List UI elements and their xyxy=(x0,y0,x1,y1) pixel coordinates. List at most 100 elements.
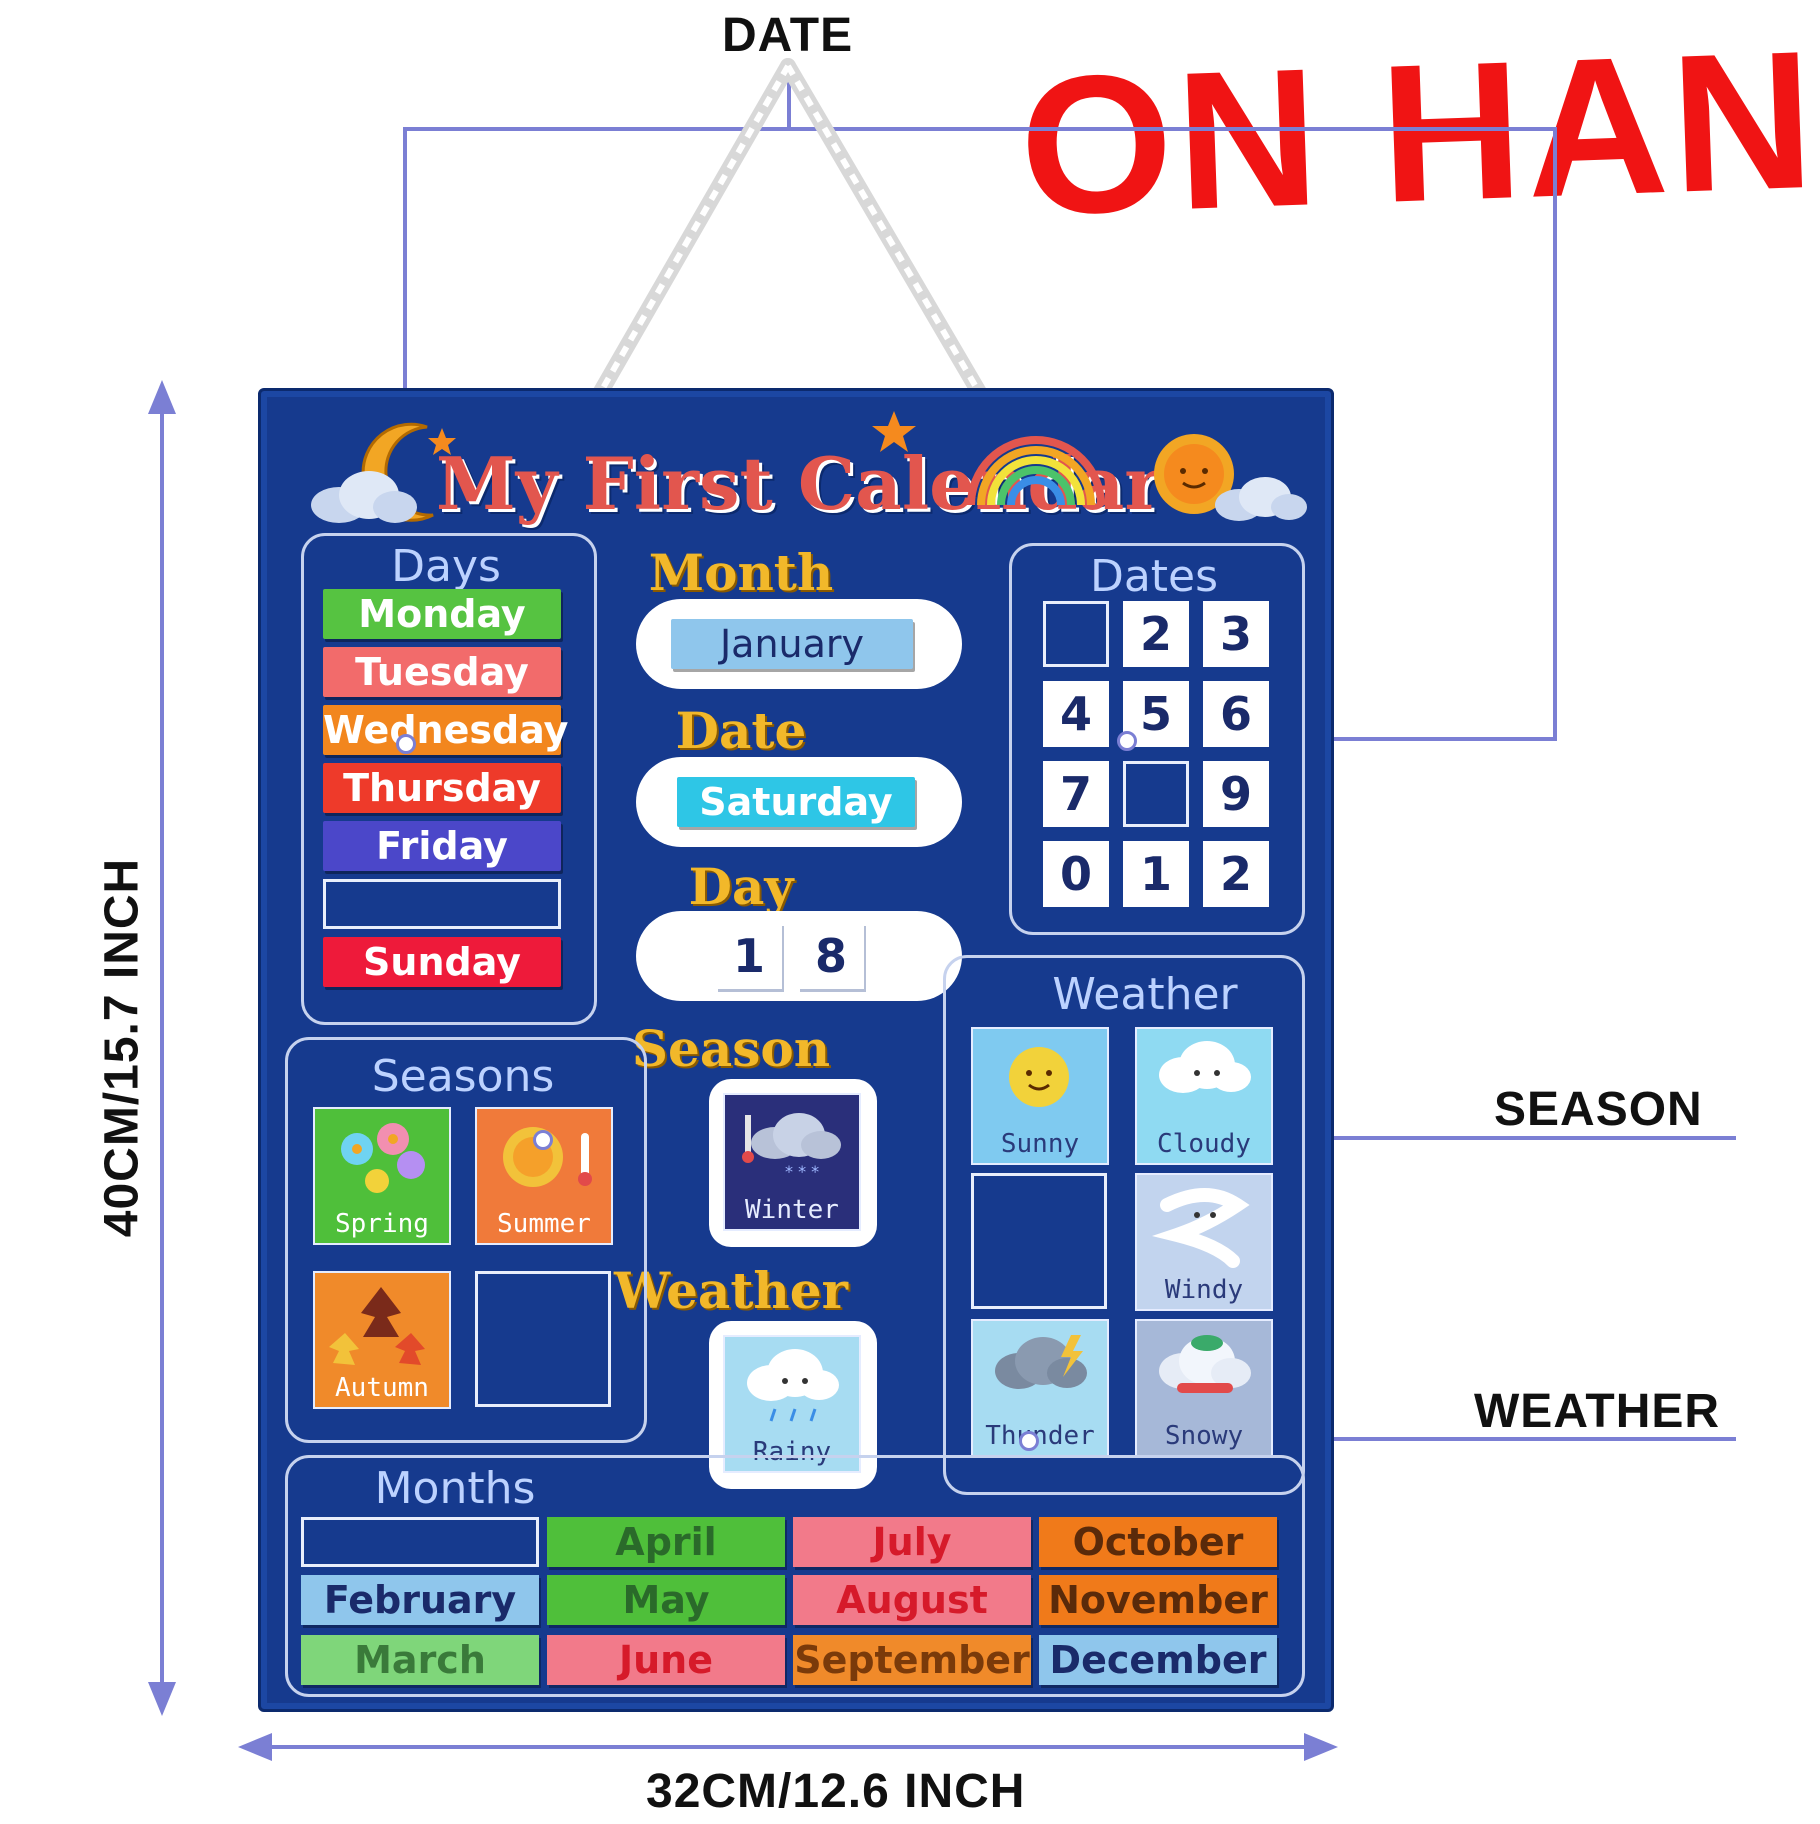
star-icon xyxy=(428,428,456,455)
weather-card-label: Cloudy xyxy=(1157,1129,1251,1159)
weather-card-cloudy[interactable]: Cloudy xyxy=(1135,1027,1273,1165)
svg-text:* * *: * * * xyxy=(785,1162,819,1181)
date-callout: DATE xyxy=(722,9,854,62)
dates-panel-title: Dates xyxy=(1089,551,1219,602)
days-panel-title: Days xyxy=(391,541,501,592)
date-callout-line xyxy=(1124,737,1557,741)
rain-cloud-icon xyxy=(747,1349,839,1422)
date-callout-line xyxy=(1553,127,1557,741)
thunder-icon xyxy=(995,1335,1087,1389)
current-month-card[interactable]: January xyxy=(671,619,913,669)
date-tile[interactable]: 1 xyxy=(1123,841,1189,907)
day-digit-tile[interactable]: 1 xyxy=(716,923,782,989)
day-strip-wednesday[interactable]: Wednesday xyxy=(323,705,568,755)
month-card-march[interactable]: March xyxy=(301,1635,539,1685)
sun-icon xyxy=(1154,434,1234,514)
weather-card-windy[interactable]: Windy xyxy=(1135,1173,1273,1311)
date-tile[interactable]: 3 xyxy=(1203,601,1269,667)
date-tile[interactable]: 2 xyxy=(1203,841,1269,907)
hanging-rope xyxy=(572,58,1008,436)
month-slot-empty[interactable] xyxy=(301,1517,539,1567)
month-card-december[interactable]: December xyxy=(1039,1635,1277,1685)
arrow-left-icon xyxy=(238,1733,272,1761)
cloud-right-icon xyxy=(1215,477,1307,521)
season-card-autumn[interactable]: Autumn xyxy=(313,1271,451,1409)
day-strip-tuesday[interactable]: Tuesday xyxy=(323,647,561,697)
weather-slot-empty[interactable] xyxy=(971,1173,1107,1309)
month-card-may[interactable]: May xyxy=(547,1575,785,1625)
month-card-october[interactable]: October xyxy=(1039,1517,1277,1567)
date-tile[interactable]: 9 xyxy=(1203,761,1269,827)
month-card-september[interactable]: September xyxy=(793,1635,1031,1685)
date-tile[interactable]: 4 xyxy=(1043,681,1109,747)
cloudy-icon xyxy=(1159,1041,1251,1093)
width-label: 32CM/12.6 INCH xyxy=(646,1765,1026,1818)
rainbow-icon xyxy=(967,436,1105,506)
arrow-up-icon xyxy=(148,380,176,414)
day-strip-sunday[interactable]: Sunday xyxy=(323,937,561,987)
windy-icon xyxy=(1151,1188,1250,1268)
arrow-down-icon xyxy=(148,1682,176,1716)
months-panel xyxy=(285,1455,1305,1697)
calendar-board: My First Calendar Days Monday Tuesday We… xyxy=(258,388,1334,1712)
season-callout-anchor xyxy=(533,1130,553,1150)
season-card-label: Spring xyxy=(335,1209,429,1239)
weather-card-sunny[interactable]: Sunny xyxy=(971,1027,1109,1165)
weather-panel-title: Weather xyxy=(1052,969,1238,1020)
day-strip-friday[interactable]: Friday xyxy=(323,821,561,871)
month-heading: Month xyxy=(648,543,834,602)
sunny-icon xyxy=(1009,1047,1069,1107)
width-dimension-line xyxy=(260,1745,1316,1749)
leaves-icon xyxy=(329,1287,425,1365)
weather-callout: WEATHER xyxy=(1474,1385,1721,1438)
date-callout-line xyxy=(787,62,791,128)
snowy-icon xyxy=(1159,1335,1251,1393)
month-card-november[interactable]: November xyxy=(1039,1575,1277,1625)
weather-card-thunder[interactable]: Thunder xyxy=(971,1319,1109,1457)
day-strip-monday[interactable]: Monday xyxy=(323,589,561,639)
month-card-april[interactable]: April xyxy=(547,1517,785,1567)
weather-heading: Weather xyxy=(614,1261,848,1320)
date-tile[interactable]: 6 xyxy=(1203,681,1269,747)
season-callout: SEASON xyxy=(1494,1083,1703,1136)
weather-card-label: Rainy xyxy=(752,1437,832,1467)
month-card-february[interactable]: February xyxy=(301,1575,539,1625)
months-panel-title: Months xyxy=(374,1463,536,1514)
season-card-summer[interactable]: Summer xyxy=(475,1107,613,1245)
month-card-june[interactable]: June xyxy=(547,1635,785,1685)
season-card-spring[interactable]: Spring xyxy=(313,1107,451,1245)
height-dimension-line xyxy=(160,400,164,1700)
season-card-label: Autumn xyxy=(335,1373,429,1403)
current-season-card[interactable]: * * * Winter xyxy=(723,1093,861,1231)
date-slot-empty[interactable] xyxy=(1043,601,1109,667)
date-callout-anchor xyxy=(1117,731,1137,751)
date-tile[interactable]: 0 xyxy=(1043,841,1109,907)
seasons-panel xyxy=(285,1037,647,1443)
weather-card-snowy[interactable]: Snowy xyxy=(1135,1319,1273,1457)
date-tile[interactable]: 7 xyxy=(1043,761,1109,827)
season-heading: Season xyxy=(631,1019,831,1078)
date-heading: Date xyxy=(675,701,807,760)
date-tile[interactable]: 2 xyxy=(1123,601,1189,667)
arrow-right-icon xyxy=(1304,1733,1338,1761)
sun-thermometer-icon xyxy=(503,1127,592,1187)
weather-card-label: Windy xyxy=(1164,1275,1244,1305)
snow-cloud-icon: * * * xyxy=(742,1113,841,1181)
flowers-icon xyxy=(341,1123,425,1193)
date-slot-empty[interactable] xyxy=(1123,761,1189,827)
current-weekday-card[interactable]: Saturday xyxy=(677,777,915,827)
day-strip-thursday[interactable]: Thursday xyxy=(323,763,561,813)
date-callout-line xyxy=(403,127,1557,131)
season-slot-empty[interactable] xyxy=(475,1271,611,1407)
current-weather-card[interactable]: Rainy xyxy=(723,1335,861,1473)
weather-card-label: Snowy xyxy=(1164,1421,1244,1451)
days-panel xyxy=(301,533,597,1025)
date-tile[interactable]: 5 xyxy=(1123,681,1189,747)
day-digit-tile[interactable]: 8 xyxy=(798,923,864,989)
season-card-label: Summer xyxy=(497,1209,591,1239)
weather-callout-anchor xyxy=(1019,1431,1039,1451)
month-card-august[interactable]: August xyxy=(793,1575,1031,1625)
dates-panel xyxy=(1009,543,1305,935)
day-slot-empty[interactable] xyxy=(323,879,561,929)
month-card-july[interactable]: July xyxy=(793,1517,1031,1567)
